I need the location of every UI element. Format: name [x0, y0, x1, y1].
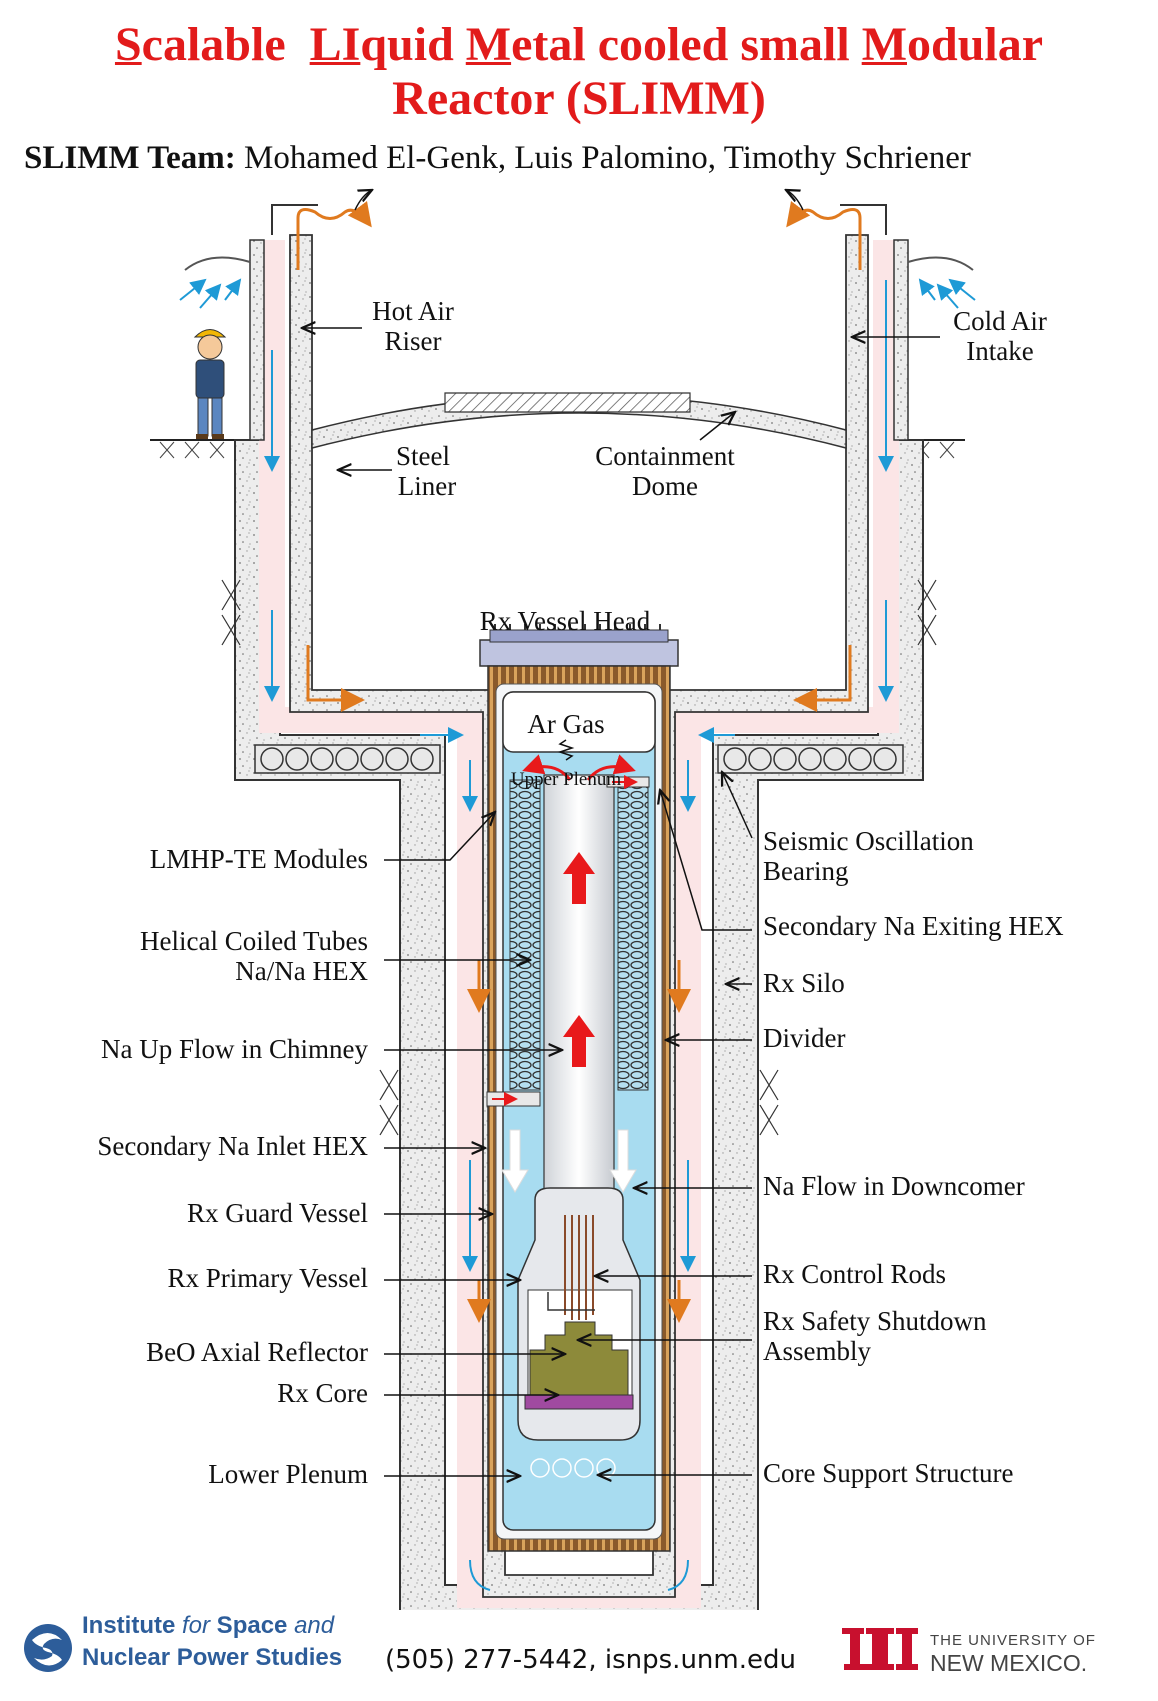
label-steel-liner-1: Steel	[396, 441, 450, 471]
title-segment: quid	[360, 18, 466, 71]
label-helical-coiled-1: Helical Coiled Tubes	[140, 926, 368, 956]
title-segment: odular	[907, 18, 1044, 71]
title-segment: M	[465, 18, 512, 71]
label-rx-vessel-head: Rx Vessel Head	[480, 606, 651, 636]
label-na-downcomer: Na Flow in Downcomer	[763, 1171, 1025, 1201]
team-label: SLIMM Team:	[24, 140, 236, 176]
label-rx-safety-1: Rx Safety Shutdown	[763, 1306, 987, 1336]
team-credits: SLIMM Team: Mohamed El-Genk, Luis Palomi…	[24, 140, 1144, 177]
label-cold-air-intake-2: Intake	[966, 336, 1033, 366]
core-assembly	[517, 1187, 641, 1441]
red-up-arrow-upper	[563, 852, 595, 904]
label-rx-core: Rx Core	[277, 1378, 368, 1408]
hatch-right-lower	[759, 1069, 779, 1136]
title-segment: LI	[309, 18, 361, 71]
reactor-diagram: Hot Air Riser Cold Air Intake Steel Line…	[97, 180, 1064, 1610]
label-ar-gas: Ar Gas	[527, 709, 604, 739]
unm-monogram-icon	[842, 1628, 918, 1670]
inst-word-space: Space	[210, 1612, 295, 1639]
unm-line1: THE UNIVERSITY OF	[930, 1632, 1096, 1649]
title-segment: M	[861, 18, 907, 71]
unm-logo: THE UNIVERSITY OF NEW MEXICO.	[838, 1620, 1148, 1680]
label-rx-guard-vessel: Rx Guard Vessel	[187, 1198, 368, 1228]
label-secondary-exit-hex: Secondary Na Exiting HEX	[763, 911, 1064, 941]
label-seismic-bearing-2: Bearing	[763, 856, 848, 886]
exhaust-arrow-left	[354, 190, 372, 211]
air-flow-orange	[296, 201, 862, 1323]
label-rx-primary-vessel: Rx Primary Vessel	[168, 1263, 369, 1293]
red-curve-right	[586, 754, 636, 781]
label-steel-liner-2: Liner	[398, 471, 456, 501]
label-seismic-bearing-1: Seismic Oscillation	[763, 826, 974, 856]
inst-word-institute: Institute	[82, 1612, 182, 1639]
title-segment: S	[114, 18, 142, 71]
red-up-arrow-lower	[563, 1015, 595, 1067]
vessel-head	[479, 624, 679, 667]
inst-word-for: for	[182, 1612, 211, 1639]
ground-left	[150, 439, 235, 459]
label-core-support: Core Support Structure	[763, 1458, 1013, 1488]
institute-name-line2: Nuclear Power Studies	[82, 1644, 343, 1671]
label-containment-dome-2: Dome	[632, 471, 698, 501]
label-helical-coiled-2: Na/Na HEX	[235, 956, 368, 986]
label-secondary-inlet-hex: Secondary Na Inlet HEX	[97, 1131, 368, 1161]
label-cold-air-intake-1: Cold Air	[953, 306, 1047, 336]
inst-word-and: and	[294, 1612, 335, 1639]
air-flow-blue	[179, 278, 976, 1591]
label-lower-plenum: Lower Plenum	[208, 1459, 368, 1489]
label-hot-air-riser-1: Hot Air	[372, 296, 454, 326]
seismic-bearings-left	[254, 744, 441, 774]
unm-line2: NEW MEXICO.	[930, 1650, 1088, 1676]
label-beo-reflector: BeO Axial Reflector	[146, 1337, 368, 1367]
institute-name-line1: Institute for Space and	[82, 1612, 334, 1640]
label-rx-safety-2: Assembly	[763, 1336, 872, 1366]
label-lmhp-te-modules: LMHP-TE Modules	[150, 844, 368, 874]
red-curve-left	[522, 754, 572, 781]
worker-icon	[193, 329, 227, 439]
hatch-right-upper	[917, 579, 937, 646]
exhaust-arrow-right	[786, 190, 804, 211]
label-upper-plenum: Upper Plenum	[511, 769, 622, 790]
right-outer-stack	[893, 239, 909, 441]
contact-info: (505) 277-5442, isnps.unm.edu	[385, 1645, 796, 1675]
label-containment-dome-1: Containment	[595, 441, 735, 471]
title-segment: calable	[141, 18, 310, 71]
white-down-arrow-left	[501, 1129, 529, 1193]
hatch-left-upper	[221, 579, 241, 646]
containment-dome	[311, 392, 847, 449]
team-members: Mohamed El-Genk, Luis Palomino, Timothy …	[244, 140, 971, 176]
label-rx-silo: Rx Silo	[763, 968, 845, 998]
hatch-left-lower	[379, 1069, 399, 1136]
helical-coil-left	[509, 779, 541, 1091]
label-divider: Divider	[763, 1023, 845, 1053]
spring-icon	[557, 739, 575, 761]
title-line1: Scalable LIquid Metal cooled small Modul…	[0, 18, 1158, 72]
title-line2: Reactor (SLIMM)	[392, 72, 766, 125]
helical-coil-right	[617, 784, 649, 1091]
white-down-arrow-right	[609, 1129, 637, 1193]
institute-swirl-icon	[24, 1624, 72, 1672]
left-outer-stack	[249, 239, 265, 441]
label-hot-air-riser-2: Riser	[385, 326, 442, 356]
institute-logo: Institute for Space and Nuclear Power St…	[22, 1612, 382, 1682]
label-na-up-flow: Na Up Flow in Chimney	[101, 1034, 368, 1064]
title-segment: etal cooled small	[511, 18, 862, 71]
seismic-bearings-right	[717, 744, 904, 774]
label-rx-control-rods: Rx Control Rods	[763, 1259, 946, 1289]
